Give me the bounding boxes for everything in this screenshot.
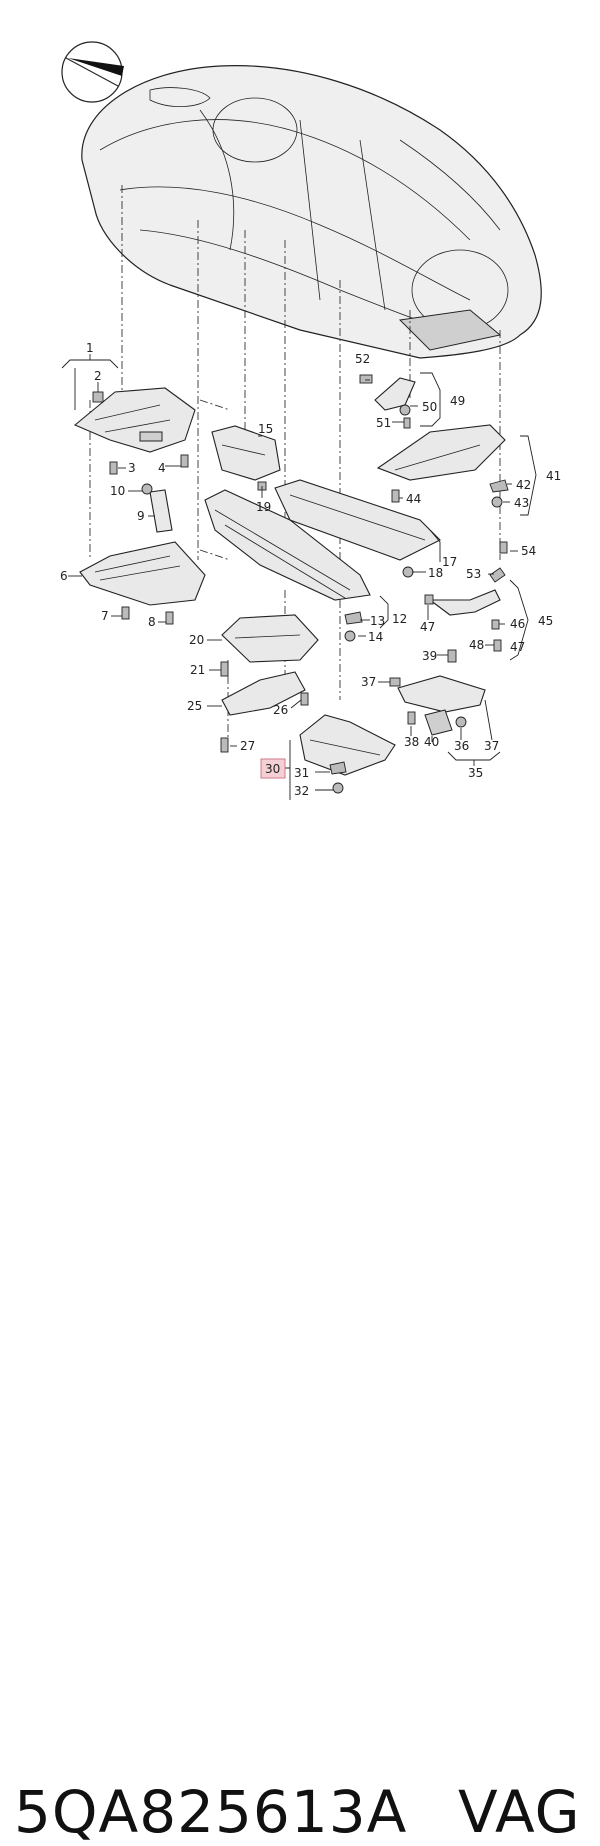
- callout-53: 53: [466, 567, 481, 581]
- nut-14: [344, 630, 356, 642]
- bracket-35: [389, 649, 486, 736]
- nut-31: [329, 761, 347, 775]
- callout-4: 4: [158, 461, 166, 475]
- callout-32: 32: [294, 784, 309, 798]
- guard-panel-20: [221, 614, 319, 663]
- callout-labels: 1 2 3 4 10 9 6 7 8 15 19 13 12 14 17 18 …: [60, 341, 561, 798]
- callout-37b: 37: [484, 739, 499, 753]
- heat-shield-12: [204, 489, 371, 601]
- callout-18: 18: [428, 566, 443, 580]
- callout-27: 27: [240, 739, 255, 753]
- callout-50: 50: [422, 400, 437, 414]
- callout-25: 25: [187, 699, 202, 713]
- car-body-outline: [81, 65, 542, 359]
- callout-44: 44: [406, 492, 421, 506]
- heat-shield-17: [274, 479, 441, 561]
- callout-36: 36: [454, 739, 469, 753]
- callout-54: 54: [521, 544, 536, 558]
- engine-guard-front-1: [73, 387, 196, 453]
- bolt-7: [121, 606, 130, 620]
- callout-40: 40: [424, 735, 439, 749]
- callout-43: 43: [514, 496, 529, 510]
- bracket-45: [424, 541, 508, 652]
- callout-47a: 47: [420, 620, 435, 634]
- bolt-26: [300, 692, 309, 706]
- heat-shield-30: [299, 714, 396, 776]
- highlighted-part-box: [260, 758, 286, 779]
- bolt-27: [220, 737, 229, 753]
- callout-19: 19: [256, 500, 271, 514]
- callout-30: 30: [265, 762, 280, 776]
- callout-41: 41: [546, 469, 561, 483]
- direction-arrow-icon: [61, 41, 124, 103]
- underbody-panel-6: [79, 541, 206, 606]
- callout-6: 6: [60, 569, 68, 583]
- clip-2: [92, 391, 104, 403]
- plate-52-49: [359, 374, 416, 429]
- bracket-9: [149, 489, 173, 533]
- callout-46: 46: [510, 617, 525, 631]
- bolt-4: [180, 454, 189, 468]
- heat-shield-15: [211, 425, 281, 481]
- callout-14: 14: [368, 630, 383, 644]
- nut-32: [332, 782, 344, 794]
- callout-17: 17: [442, 555, 457, 569]
- bolt-21: [220, 661, 229, 677]
- nut-13: [344, 611, 363, 625]
- callout-38: 38: [404, 735, 419, 749]
- callout-31: 31: [294, 766, 309, 780]
- callout-35: 35: [468, 766, 483, 780]
- part-number: 5QA825613A: [14, 1778, 408, 1846]
- callout-10: 10: [110, 484, 125, 498]
- callout-42: 42: [516, 478, 531, 492]
- callout-12: 12: [392, 612, 407, 626]
- callout-20: 20: [189, 633, 204, 647]
- footer: 5QA825613A VAG: [0, 880, 600, 1846]
- callout-8: 8: [148, 615, 156, 629]
- bolt-10: [141, 483, 153, 495]
- callout-7: 7: [101, 609, 109, 623]
- bolt-8: [165, 611, 174, 625]
- callout-3: 3: [128, 461, 136, 475]
- callout-39: 39: [422, 649, 437, 663]
- callout-15: 15: [258, 422, 273, 436]
- callout-47b: 47: [510, 640, 525, 654]
- callout-52: 52: [355, 352, 370, 366]
- bolt-3: [109, 461, 118, 475]
- callout-37a: 37: [361, 675, 376, 689]
- callout-1: 1: [86, 341, 94, 355]
- callout-45: 45: [538, 614, 553, 628]
- callout-48: 48: [469, 638, 484, 652]
- callout-51: 51: [376, 416, 391, 430]
- callout-26: 26: [273, 703, 288, 717]
- brand-name: VAG: [458, 1778, 581, 1846]
- callout-21: 21: [190, 663, 205, 677]
- panel-41: [376, 424, 509, 508]
- callout-49: 49: [450, 394, 465, 408]
- callout-9: 9: [137, 509, 145, 523]
- bracket-25: [221, 671, 306, 716]
- callout-13: 13: [370, 614, 385, 628]
- nut-18: [402, 566, 414, 578]
- parts-exploded-diagram: 1 2 3 4 10 9 6 7 8 15 19 13 12 14 17 18 …: [60, 41, 561, 800]
- callout-2: 2: [94, 369, 102, 383]
